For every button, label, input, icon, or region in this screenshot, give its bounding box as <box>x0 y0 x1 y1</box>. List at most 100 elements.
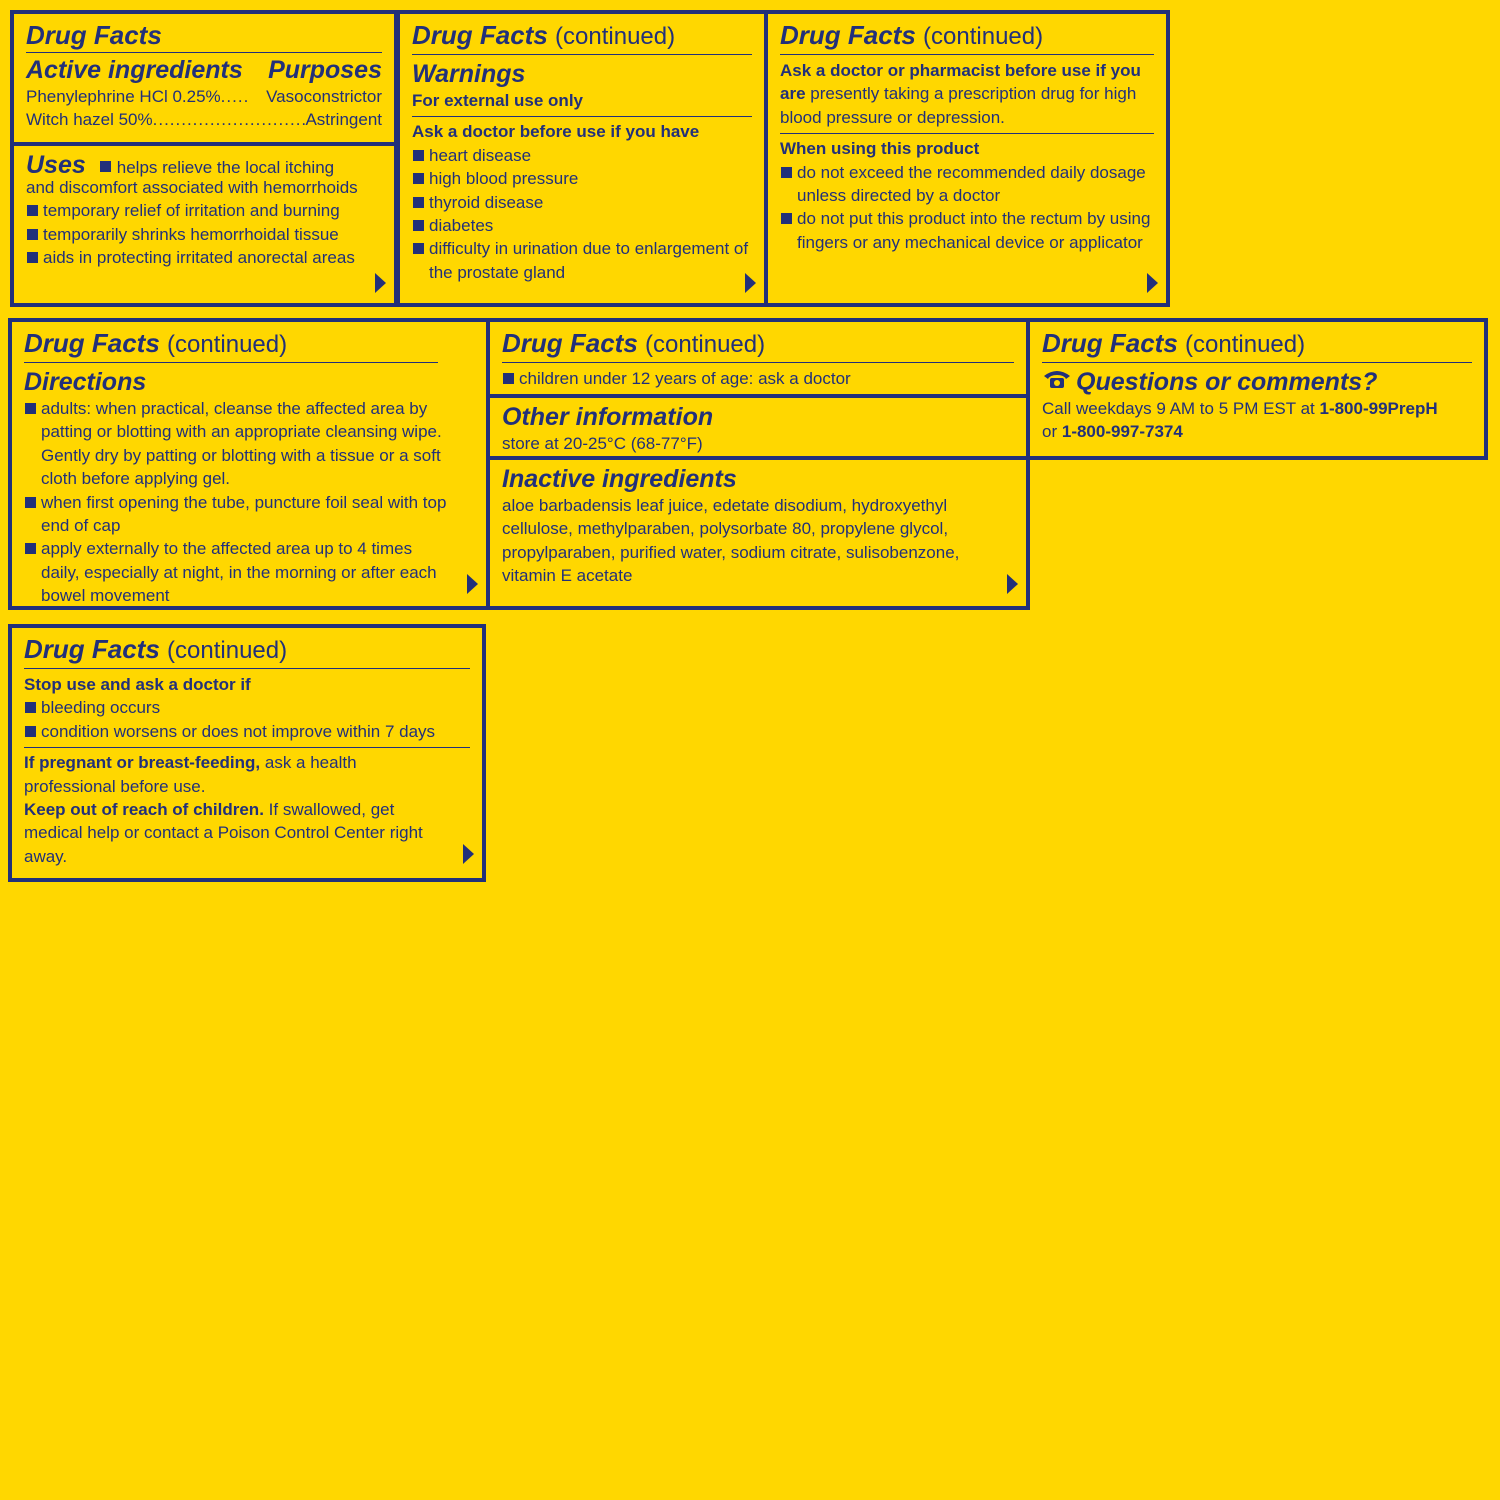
panel-header: Drug Facts <box>26 20 382 53</box>
children-item: children under 12 years of age: ask a do… <box>502 367 1014 390</box>
bullet-square-icon <box>413 173 424 185</box>
continue-arrow-icon <box>1007 574 1018 594</box>
or-line: or 1-800-997-7374 <box>1042 420 1472 443</box>
storage-text: store at 20-25°C (68-77°F) <box>502 434 703 453</box>
external-use: For external use only <box>412 91 583 110</box>
uses-item-text: temporary relief of irritation and burni… <box>43 201 340 221</box>
bullet-square-icon <box>27 205 38 217</box>
bullet-square-icon <box>413 196 424 208</box>
bullet-square-icon <box>413 149 424 161</box>
or-text: or <box>1042 422 1058 442</box>
bullet-square-icon <box>781 213 792 225</box>
ask-doctor-heading: Ask a doctor before use if you have <box>412 122 700 142</box>
keep-out-bold: Keep out of reach of children. <box>24 800 264 820</box>
phone-number-1[interactable]: 1-800-99PrepH <box>1319 399 1438 418</box>
bullet-square-icon <box>27 228 38 240</box>
condition-text: diabetes <box>429 216 494 236</box>
direction-text: adults: when practical, cleanse the affe… <box>41 399 442 489</box>
bullet-square-icon <box>413 243 424 255</box>
direction-item: adults: when practical, cleanse the affe… <box>24 397 454 491</box>
condition-item: diabetes <box>412 214 752 237</box>
ingredient-name: Phenylephrine HCl 0.25% <box>26 87 221 106</box>
bullet-square-icon <box>25 403 36 414</box>
stop-use-heading: Stop use and ask a doctor if <box>24 675 251 694</box>
panel-header: Drug Facts (continued) <box>1042 328 1472 363</box>
bullet-square-icon <box>25 496 36 508</box>
ask-pharmacist: Ask a doctor or pharmacist before use if… <box>780 59 1154 129</box>
panel-header: Drug Facts (continued) <box>24 634 470 669</box>
continued-label: (continued) <box>555 23 676 50</box>
bullet-square-icon <box>25 543 36 555</box>
bullet-square-icon <box>413 220 424 232</box>
ask-pharmacist-rest: presently taking a prescription drug for… <box>780 84 1137 127</box>
leader-dots: ..... <box>220 87 250 106</box>
direction-item: apply externally to the affected area up… <box>24 537 454 607</box>
continued-label: (continued) <box>167 637 288 664</box>
directions-heading: Directions <box>24 368 147 396</box>
call-line: Call weekdays 9 AM to 5 PM EST at 1-800-… <box>1042 397 1472 420</box>
inactive-ingredients-text: aloe barbadensis leaf juice, edetate dis… <box>502 496 960 586</box>
panel-header: Drug Facts (continued) <box>24 328 438 363</box>
condition-text: difficulty in urination due to enlargeme… <box>429 239 749 282</box>
drug-facts-panel-6: Drug Facts (continued) Questions or comm… <box>1026 318 1488 460</box>
panel-header: Drug Facts (continued) <box>502 328 1014 363</box>
uses-first-cont: and discomfort associated with hemorrhoi… <box>26 178 358 197</box>
ingredient-row: Witch hazel 50% ........................… <box>26 108 382 131</box>
header-title: Drug Facts <box>412 20 548 50</box>
ingredient-purpose: Vasoconstrictor <box>266 87 382 106</box>
pregnant-bold: If pregnant or breast-feeding, <box>24 753 261 773</box>
stop-use-text: condition worsens or does not improve wi… <box>41 721 436 741</box>
condition-text: heart disease <box>429 145 532 165</box>
when-using-item: do not exceed the recommended daily dosa… <box>780 161 1154 208</box>
divider <box>412 116 752 118</box>
header-title: Drug Facts <box>1042 328 1178 358</box>
direction-item: when first opening the tube, puncture fo… <box>24 491 454 538</box>
continue-arrow-icon <box>745 273 756 293</box>
ingredient-name: Witch hazel 50% <box>26 110 153 130</box>
leader-dots: ............................ <box>152 110 306 130</box>
continue-arrow-icon <box>375 273 386 293</box>
inactive-ingredients-box: Inactive ingredients aloe barbadensis le… <box>486 456 1030 610</box>
when-using-text: do not put this product into the rectum … <box>797 209 1151 252</box>
phone-number-2[interactable]: 1-800-997-7374 <box>1061 422 1183 442</box>
continued-label: (continued) <box>645 331 766 358</box>
condition-item: heart disease <box>412 144 752 167</box>
children-text: children under 12 years of age: ask a do… <box>519 369 851 388</box>
continued-label: (continued) <box>923 23 1044 50</box>
drug-facts-panel-3: Drug Facts (continued) Ask a doctor or p… <box>764 10 1170 307</box>
bullet-square-icon <box>25 702 36 714</box>
call-text: Call weekdays 9 AM to 5 PM EST at <box>1042 399 1315 418</box>
stop-use-item: condition worsens or does not improve wi… <box>24 720 470 743</box>
header-title: Drug Facts <box>780 20 916 50</box>
uses-item: temporarily shrinks hemorrhoidal tissue <box>26 223 382 246</box>
condition-text: high blood pressure <box>429 169 579 189</box>
keep-out-text: Keep out of reach of children. If swallo… <box>24 798 450 868</box>
uses-item: aids in protecting irritated anorectal a… <box>26 246 382 269</box>
other-information-box: Other information store at 20-25°C (68-7… <box>486 394 1030 460</box>
ask-pharmacist-bold: Ask a doctor or pharmacist before use if… <box>780 61 1141 104</box>
when-using-text: do not exceed the recommended daily dosa… <box>797 162 1146 206</box>
bullet-square-icon <box>503 373 514 384</box>
bullet-square-icon <box>781 166 792 178</box>
pregnant-rest: ask a health professional before use. <box>24 753 357 796</box>
uses-item-text: aids in protecting irritated anorectal a… <box>43 248 355 268</box>
active-ingredients-heading: Active ingredients <box>26 56 243 84</box>
uses-item-text: temporarily shrinks hemorrhoidal tissue <box>43 224 339 244</box>
phone-icon <box>1042 367 1072 397</box>
active-ingredients-header: Active ingredients Purposes <box>26 55 382 85</box>
condition-item: difficulty in urination due to enlargeme… <box>412 237 752 284</box>
drug-facts-panel-5: Drug Facts (continued) children under 12… <box>486 318 1030 398</box>
direction-text: when first opening the tube, puncture fo… <box>41 492 447 536</box>
when-using-heading: When using this product <box>780 139 980 159</box>
uses-item: temporary relief of irritation and burni… <box>26 199 382 222</box>
panel-header: Drug Facts (continued) <box>780 20 1154 55</box>
direction-text: apply externally to the affected area up… <box>41 539 437 606</box>
pregnant-text: If pregnant or breast-feeding, ask a hea… <box>24 751 410 798</box>
continue-arrow-icon <box>467 574 478 594</box>
drug-facts-panel-4: Drug Facts (continued) Directions adults… <box>8 318 490 610</box>
divider <box>780 133 1154 135</box>
continue-arrow-icon <box>1147 273 1158 293</box>
header-title: Drug Facts <box>24 634 160 664</box>
panel-header: Drug Facts (continued) <box>412 20 752 55</box>
